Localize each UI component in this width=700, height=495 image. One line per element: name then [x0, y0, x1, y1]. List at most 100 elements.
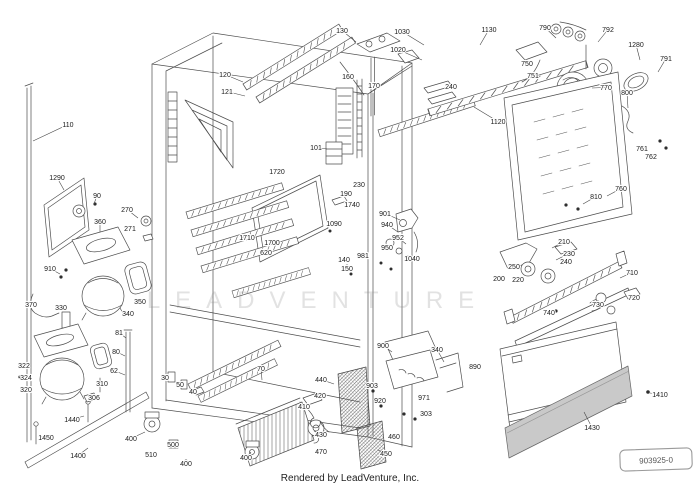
callout-leader-81 — [118, 332, 127, 339]
compressor-assembly — [18, 323, 113, 405]
callout-leader-90 — [93, 195, 98, 205]
callout-leader-210 — [551, 241, 565, 249]
part-callout-1700: 1700 — [264, 240, 280, 247]
part-callout-320: 320 — [20, 387, 32, 394]
part-callout-1400: 1400 — [70, 453, 86, 460]
part-callout-90: 90 — [93, 193, 101, 200]
part-callout-200: 200 — [493, 276, 505, 283]
part-callout-190: 190 — [340, 191, 352, 198]
part-callout-310: 310 — [96, 381, 108, 388]
part-callout-340: 340 — [122, 311, 134, 318]
part-callout-303: 303 — [420, 411, 432, 418]
rear-access-panel — [503, 71, 668, 241]
callout-leader-810 — [582, 196, 597, 205]
callout-leader-1030 — [401, 31, 425, 46]
part-callout-460: 460 — [388, 434, 400, 441]
callout-leader-70 — [260, 368, 263, 381]
callout-leader-952 — [397, 237, 407, 245]
part-callout-101: 101 — [310, 145, 322, 152]
part-callout-400: 400 — [180, 461, 192, 468]
evap-fan-and-shrouds — [299, 366, 387, 470]
part-callout-70: 70 — [257, 366, 265, 373]
part-callout-770: 770 — [600, 85, 612, 92]
part-callout-110: 110 — [62, 122, 73, 129]
center-hinge-parts — [345, 208, 419, 276]
interior-shelves-and-rails — [185, 23, 356, 403]
part-callout-470: 470 — [315, 449, 327, 456]
part-callout-761: 761 — [636, 146, 648, 153]
callout-leader-101 — [315, 147, 328, 150]
part-callout-130: 130 — [336, 28, 348, 35]
part-callout-1430: 1430 — [584, 425, 600, 432]
part-callout-950: 950 — [381, 245, 393, 252]
callout-leader-1130 — [479, 29, 490, 46]
doc-number-box: 903925-0 — [619, 447, 693, 472]
callout-leader-1020 — [397, 49, 423, 61]
callout-leader-760 — [606, 188, 622, 197]
part-callout-620: 620 — [260, 250, 272, 257]
part-callout-1130: 1130 — [481, 27, 496, 34]
callout-leader-1290 — [56, 177, 65, 191]
part-callout-903: 903 — [366, 383, 378, 390]
part-callout-762: 762 — [645, 154, 657, 161]
part-callout-890: 890 — [469, 364, 481, 371]
part-callout-750: 750 — [521, 61, 533, 68]
ice-bin-and-auger-assembly — [30, 215, 154, 329]
part-callout-1020: 1020 — [390, 47, 406, 54]
part-callout-271: 271 — [124, 226, 136, 233]
part-callout-792: 792 — [602, 27, 614, 34]
callout-leader-800 — [626, 92, 629, 109]
callout-leader-400 — [130, 431, 146, 439]
callout-leader-1120 — [473, 106, 499, 122]
callout-leader-710 — [619, 272, 633, 279]
top-hinge-parts — [339, 32, 457, 117]
callout-leader-120 — [224, 74, 244, 83]
callout-leader-1440 — [71, 415, 85, 420]
part-callout-800: 800 — [621, 90, 633, 97]
part-callout-1740: 1740 — [344, 202, 360, 209]
part-callout-324: 324 — [20, 375, 32, 382]
callout-leader-901 — [384, 213, 401, 221]
toe-grille-panel — [504, 365, 650, 459]
part-callout-50: 50 — [176, 382, 184, 389]
left-liner-panel — [43, 177, 97, 258]
part-callout-230: 230 — [353, 182, 365, 189]
part-callout-160: 160 — [342, 74, 354, 81]
callout-leader-770 — [591, 87, 607, 89]
part-callout-790: 790 — [539, 25, 551, 32]
callout-leader-110 — [32, 124, 69, 142]
callout-leader-1400 — [77, 447, 89, 456]
part-callout-1440: 1440 — [64, 417, 80, 424]
part-callout-952: 952 — [392, 235, 404, 242]
part-callout-400: 400 — [125, 436, 137, 443]
part-callout-322: 322 — [18, 363, 30, 370]
callout-leader-440 — [320, 379, 335, 385]
part-callout-720: 720 — [628, 295, 640, 302]
misc-hardware — [123, 329, 205, 413]
callout-leader-400 — [245, 451, 252, 458]
part-callout-62: 62 — [110, 368, 118, 375]
left-trim-strip — [24, 82, 34, 443]
part-callout-751: 751 — [527, 73, 539, 80]
part-callout-170: 170 — [368, 83, 380, 90]
callout-leader-230 — [555, 253, 570, 261]
part-callout-30: 30 — [161, 375, 169, 382]
part-callout-760: 760 — [615, 186, 627, 193]
callout-leader-791 — [657, 58, 667, 73]
base-rail-and-casters — [24, 391, 260, 469]
part-callout-810: 810 — [590, 194, 602, 201]
part-callout-940: 940 — [381, 222, 393, 229]
callout-leader-720 — [627, 295, 635, 298]
callout-leader-740 — [548, 310, 557, 313]
part-callout-250: 250 — [508, 264, 520, 271]
part-callout-360: 360 — [94, 219, 106, 226]
ice-maker-assembly — [371, 330, 464, 421]
part-callout-400: 400 — [240, 455, 252, 462]
callout-leader-1410 — [649, 392, 661, 395]
part-callout-710: 710 — [626, 270, 638, 277]
part-callout-270: 270 — [121, 207, 133, 214]
doc-number: 903925-0 — [639, 455, 674, 465]
